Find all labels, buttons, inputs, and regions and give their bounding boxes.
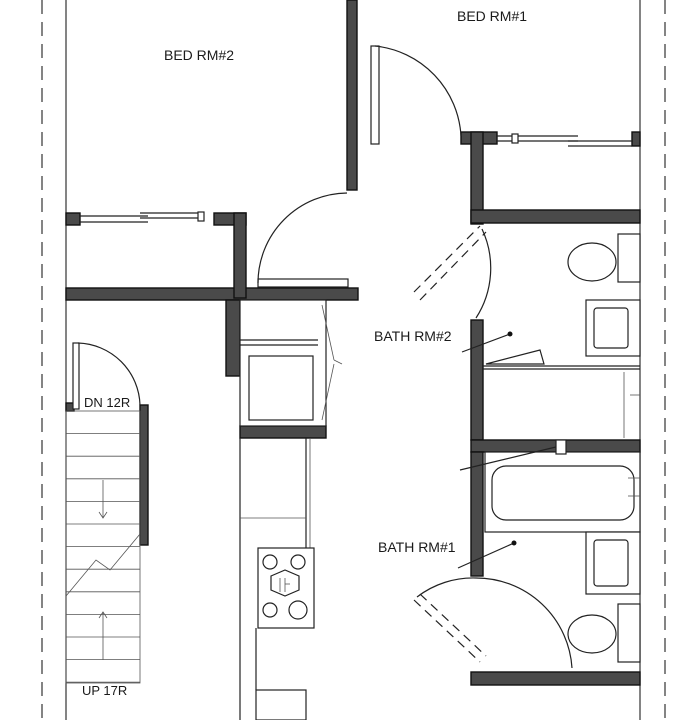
wall-bed1-vertical (470, 131, 484, 225)
wall-bed2-right (346, 0, 358, 191)
range-icon (257, 547, 315, 629)
kitchen-cabinet-upper (239, 299, 343, 427)
window-bed1 (497, 133, 632, 147)
kitchen (239, 299, 343, 720)
bath2-fixtures (483, 233, 641, 438)
wall-bath-left-lower (470, 451, 484, 577)
stairs (65, 410, 141, 684)
room-label-bed-rm-1: BED RM#1 (457, 8, 527, 24)
leader-lines (457, 331, 567, 569)
doors (72, 45, 573, 669)
door-bath1 (413, 577, 573, 669)
sink-icon (585, 299, 641, 357)
bath1-fixtures (484, 451, 641, 663)
bathtub-icon (484, 451, 641, 533)
wall-stub-left (65, 212, 81, 226)
bath2-counter (483, 349, 640, 438)
wall-bed2-bottom (65, 287, 359, 301)
door-stair (72, 342, 141, 410)
window-bed2 (80, 211, 205, 223)
toilet-icon (567, 603, 641, 663)
wall-kitchen-left (225, 299, 241, 377)
wall-bed1-right-stub (631, 131, 641, 147)
room-label-bed-rm-2: BED RM#2 (164, 47, 234, 63)
stair-up-arrow (98, 611, 108, 660)
wall-bath-bottom (470, 671, 641, 686)
room-label-bath-rm-1: BATH RM#1 (378, 539, 456, 555)
stair-label-down: DN 12R (84, 395, 130, 410)
door-bed2 (257, 192, 349, 288)
stair-down-arrow (98, 480, 108, 519)
stair-label-up: UP 17R (82, 683, 127, 698)
wall-kitchen-counter (239, 425, 327, 439)
wall-closet-vertical (233, 212, 247, 299)
walls (65, 0, 641, 686)
stair-break-line (65, 533, 141, 597)
door-bath2 (413, 225, 492, 319)
toilet-icon (567, 233, 641, 283)
door-bed1 (370, 45, 462, 145)
sink-icon (585, 531, 641, 595)
windows (80, 133, 632, 223)
wall-bath-left-upper (470, 319, 484, 441)
room-label-bath-rm-2: BATH RM#2 (374, 328, 452, 344)
kitchen-counter-lower (255, 628, 307, 720)
wall-bed1-bottom (470, 209, 641, 224)
wall-stair-rail (139, 404, 149, 546)
